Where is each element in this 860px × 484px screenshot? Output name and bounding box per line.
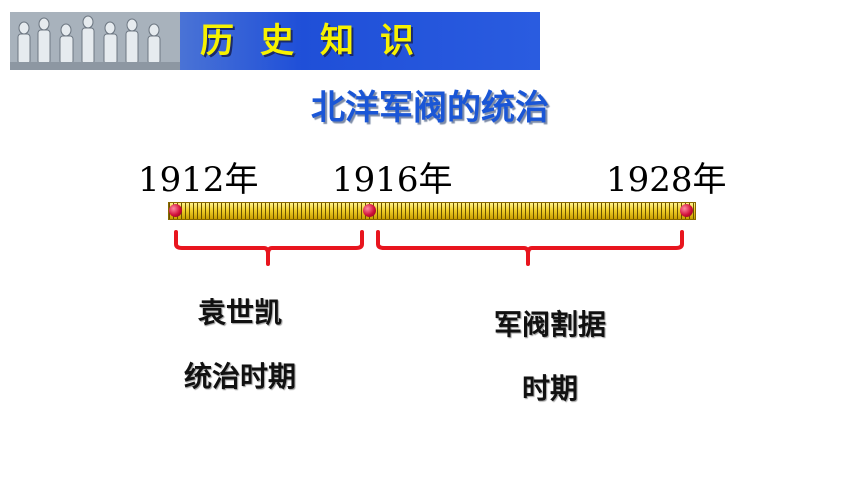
relief-image [10, 12, 180, 70]
timeline-marker-1912 [169, 204, 182, 217]
year-label-1912: 1912年 [138, 160, 259, 200]
timeline-marker-1928 [680, 204, 693, 217]
period-2-line-2: 时期 [521, 372, 578, 405]
year-label-1916: 1916年 [332, 160, 453, 200]
brace-period-1 [174, 230, 364, 266]
timeline-ruler [168, 202, 696, 220]
period-2-line-1: 军阀割据 [493, 308, 606, 341]
page-subtitle: 北洋军阀的统治 [311, 88, 549, 128]
period-1-line-1: 袁世凯 [197, 296, 282, 329]
header-title: 历史知识 [200, 21, 440, 61]
timeline-marker-1916 [363, 204, 376, 217]
period-1-line-2: 统治时期 [183, 360, 296, 393]
brace-period-2 [376, 230, 684, 266]
header-banner: 历史知识 [10, 12, 540, 70]
year-label-1928: 1928年 [606, 160, 727, 200]
